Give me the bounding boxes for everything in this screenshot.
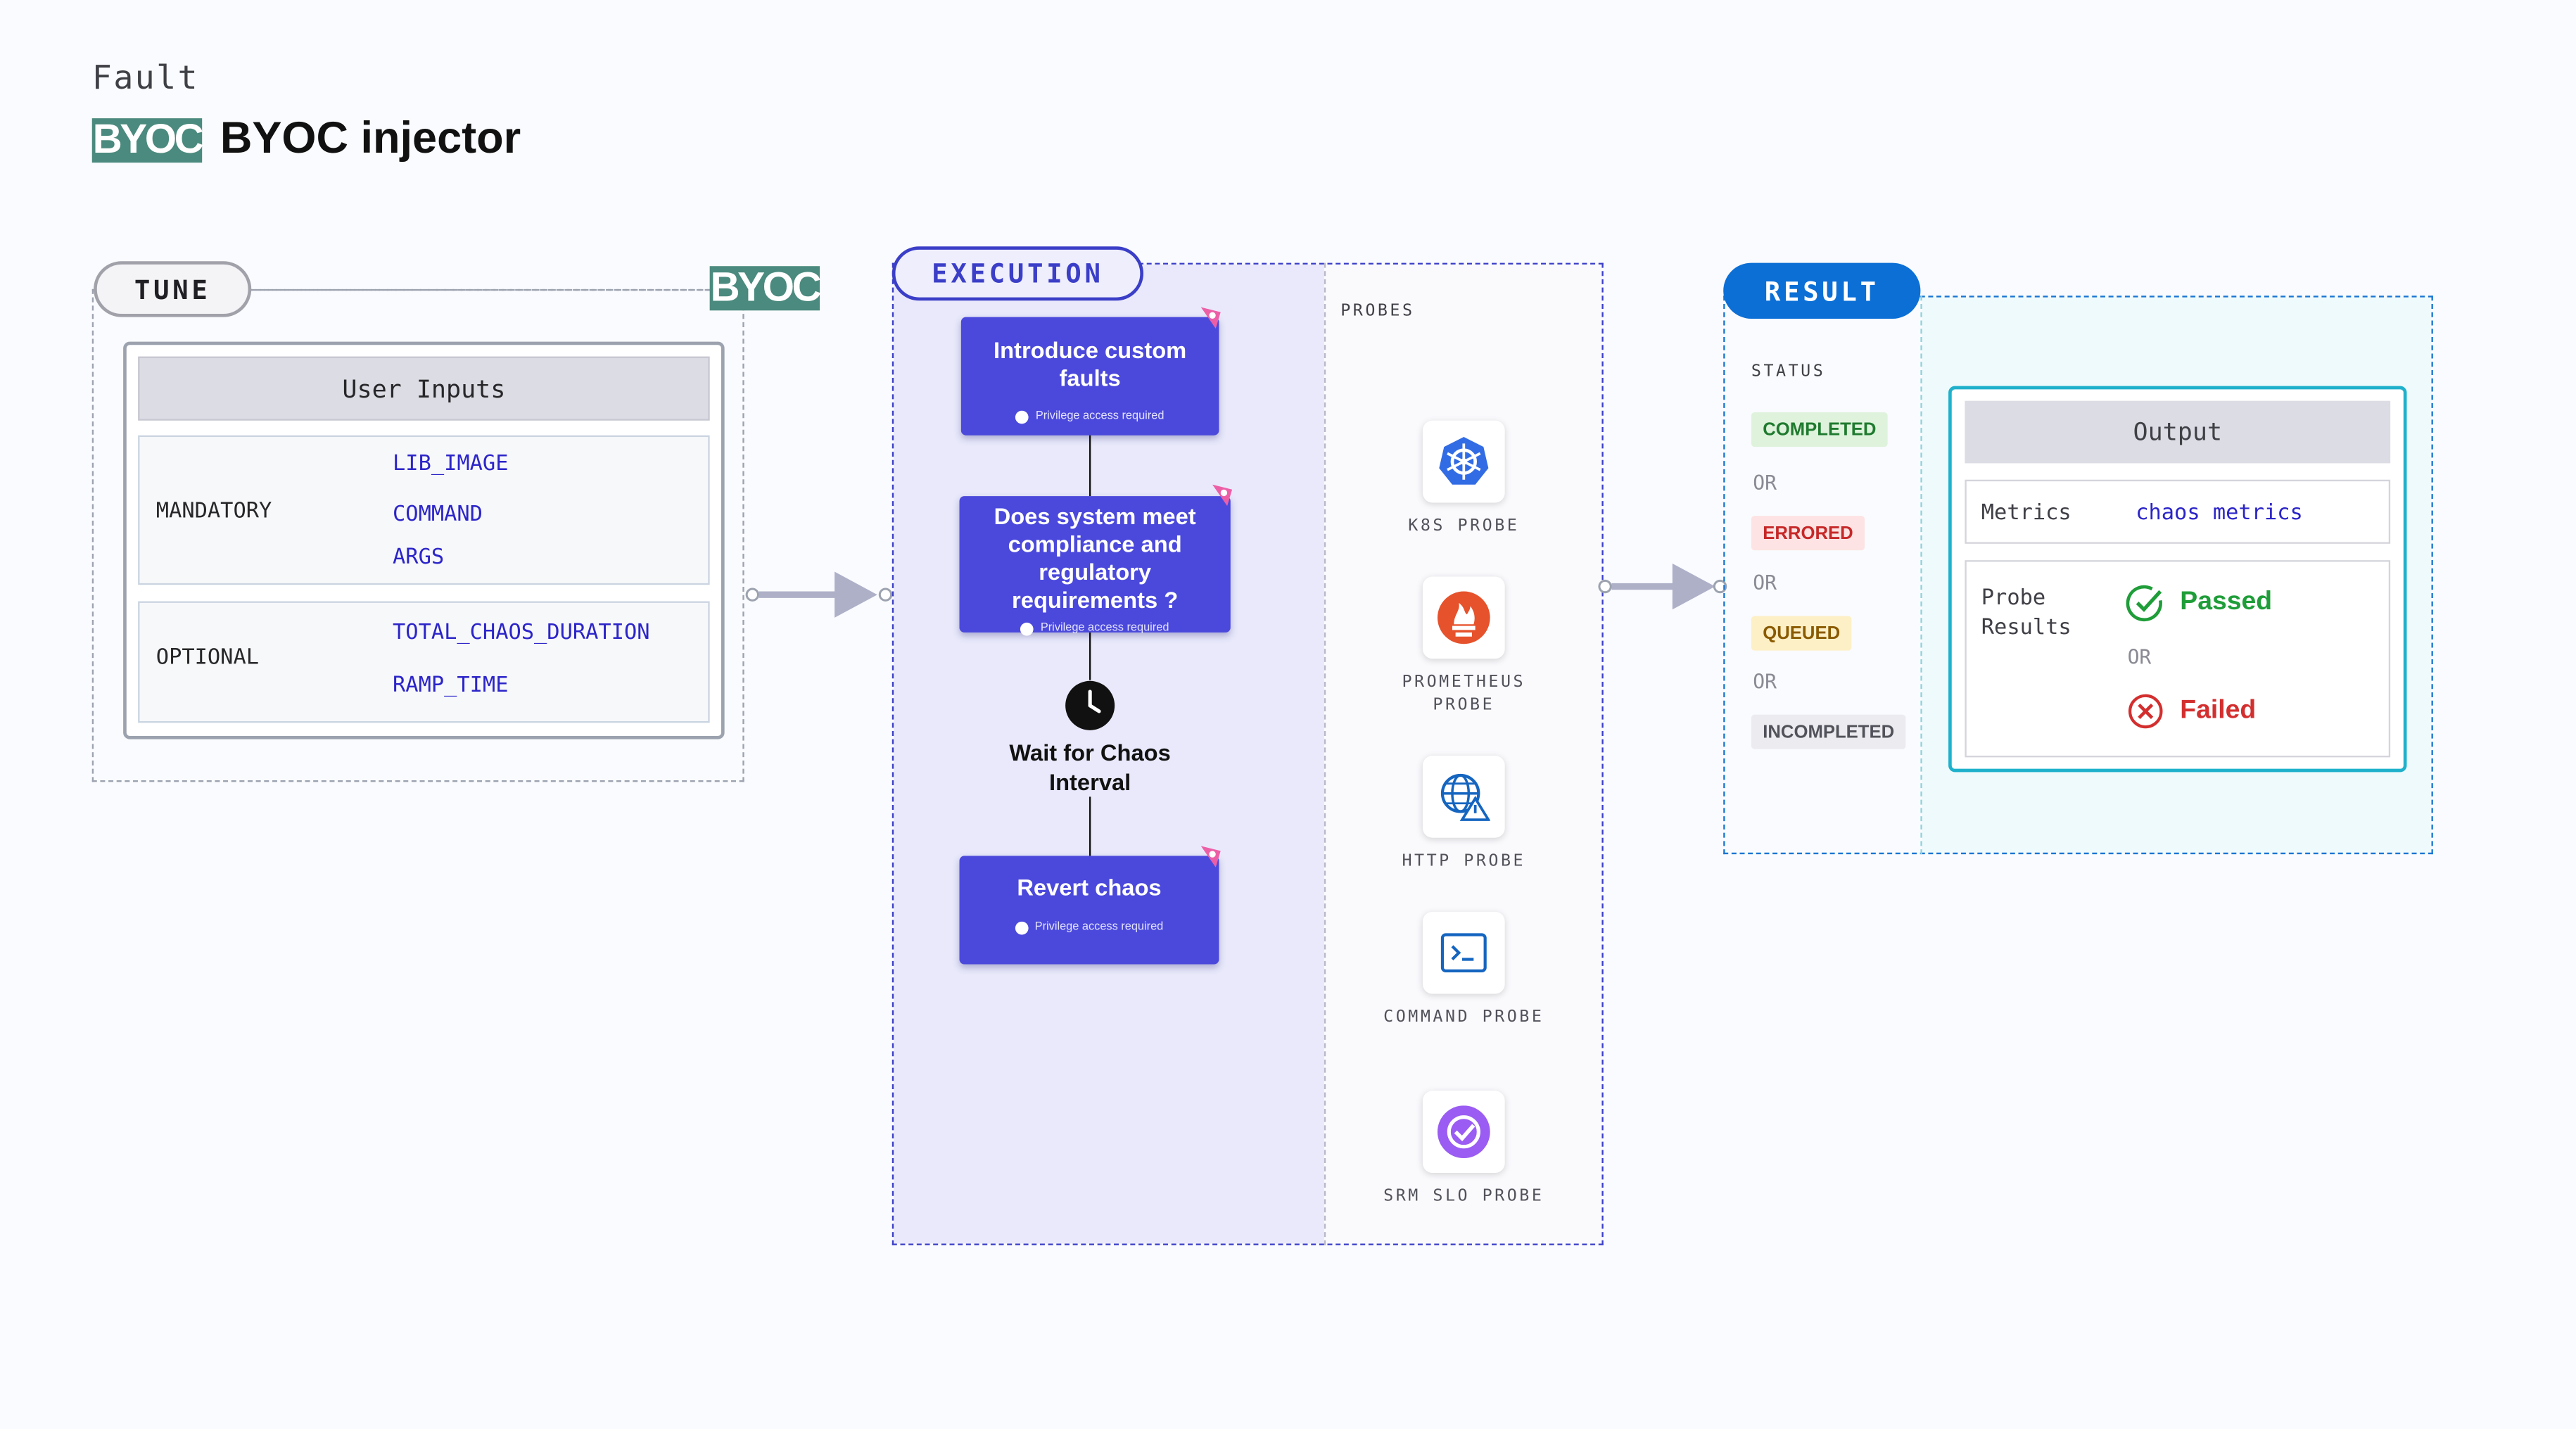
flow-arrow-tune-to-execution	[745, 571, 893, 618]
chaos-tag-icon	[1200, 307, 1221, 329]
clock-icon	[1065, 680, 1115, 730]
result-panel	[1723, 296, 2433, 855]
http-globe-icon	[1440, 773, 1490, 821]
fault-kicker: Fault	[91, 57, 200, 97]
result-divider	[1920, 296, 1922, 855]
probe-results-row	[1965, 560, 2391, 758]
k8s-probe-label: K8S PROBE	[1408, 517, 1520, 536]
mandatory-label: MANDATORY	[156, 499, 272, 524]
command-probe-label: COMMAND PROBE	[1383, 1008, 1544, 1027]
step-title: Introduce custom faults	[994, 336, 1187, 391]
output-title: Output	[1965, 400, 2391, 464]
param-args: ARGS	[393, 545, 445, 571]
user-inputs-title: User Inputs	[138, 356, 710, 421]
privilege-note-text: Privilege access required	[1040, 622, 1169, 635]
prometheus-icon	[1437, 591, 1490, 644]
status-heading: STATUS	[1751, 362, 1826, 381]
connector-line	[1089, 435, 1091, 497]
prometheus-probe-label: PROMETHEUS PROBE	[1402, 673, 1526, 715]
status-badge-incompleted: INCOMPLETED	[1751, 714, 1906, 749]
or-separator: OR	[1753, 670, 1777, 694]
privilege-note-text: Privilege access required	[1035, 410, 1165, 423]
connector-line	[1089, 796, 1091, 856]
lock-icon	[1020, 621, 1034, 635]
param-command: COMMAND	[393, 502, 483, 528]
status-badge-completed: COMPLETED	[1751, 412, 1888, 447]
probes-divider	[1324, 262, 1326, 1245]
or-separator: OR	[2127, 645, 2152, 669]
optional-group	[138, 601, 710, 723]
http-probe-label: HTTP PROBE	[1402, 852, 1526, 871]
execution-panel	[892, 262, 1604, 1245]
lock-icon	[1015, 409, 1029, 424]
probe-results-label: Probe Results	[1981, 586, 2071, 641]
status-badge-errored: ERRORED	[1751, 516, 1865, 551]
param-lib-image: LIB_IMAGE	[393, 452, 509, 477]
http-probe-tile	[1422, 756, 1505, 838]
step-wait-for-chaos-interval: Wait for Chaos Interval	[1009, 739, 1171, 796]
lock-icon	[1015, 920, 1029, 934]
check-circle-icon	[2126, 585, 2162, 622]
metrics-value: chaos metrics	[2136, 501, 2303, 526]
param-total-chaos-duration: TOTAL_CHAOS_DURATION	[393, 621, 650, 646]
failed-label: Failed	[2180, 696, 2257, 725]
srm-slo-probe-tile	[1422, 1091, 1505, 1174]
param-ramp-time: RAMP_TIME	[393, 673, 509, 699]
srm-slo-icon	[1437, 1105, 1490, 1159]
privilege-note: Privilege access required	[960, 913, 1219, 941]
status-badge-queued: QUEUED	[1751, 616, 1852, 651]
mandatory-group	[138, 435, 710, 585]
privilege-note: Privilege access required	[960, 614, 1231, 642]
page-title: BYOC injector	[220, 113, 521, 163]
command-probe-tile	[1422, 911, 1505, 994]
metrics-label: Metrics	[1981, 501, 2071, 526]
passed-label: Passed	[2180, 588, 2273, 616]
result-pill: RESULT	[1723, 262, 1921, 319]
or-separator: OR	[1753, 571, 1777, 595]
metrics-row	[1965, 479, 2391, 544]
optional-label: OPTIONAL	[156, 645, 260, 671]
kubernetes-icon	[1439, 437, 1489, 485]
flow-arrow-execution-to-result	[1598, 563, 1727, 610]
chaos-tag-icon	[1212, 484, 1233, 507]
srm-slo-probe-label: SRM SLO PROBE	[1383, 1188, 1544, 1206]
terminal-icon	[1440, 933, 1487, 972]
k8s-probe-tile	[1422, 420, 1505, 503]
execution-pill: EXECUTION	[892, 246, 1144, 301]
step-compliance-check: Does system meet compliance and regulato…	[959, 496, 1231, 635]
tune-byoc-logo: BYOC	[709, 264, 822, 311]
prometheus-probe-tile	[1422, 576, 1505, 659]
or-separator: OR	[1753, 471, 1777, 495]
privilege-note-text: Privilege access required	[1034, 921, 1164, 934]
privilege-note: Privilege access required	[961, 402, 1219, 431]
step-revert-chaos: Revert chaos Privilege access required	[959, 856, 1219, 965]
byoc-logo: BYOC	[91, 116, 204, 163]
tune-pill: TUNE	[94, 261, 252, 317]
probes-heading: PROBES	[1340, 302, 1415, 321]
step-title: Does system meet compliance and regulato…	[994, 502, 1196, 613]
step-introduce-custom-faults: Introduce custom faults Privilege access…	[960, 317, 1219, 436]
tune-header-line	[251, 288, 710, 291]
connector-line	[1089, 632, 1091, 680]
x-circle-icon	[2128, 694, 2163, 729]
chaos-tag-icon	[1200, 846, 1221, 868]
step-title: Revert chaos	[1017, 874, 1162, 901]
